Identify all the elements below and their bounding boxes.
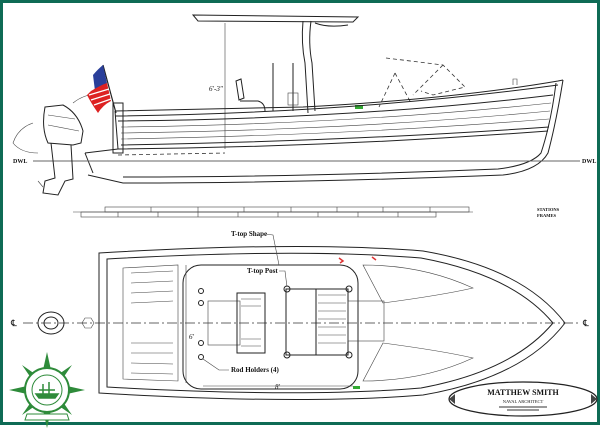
pease-boat-works-logo bbox=[9, 352, 85, 428]
architect-role: NAVAL ARCHITECT bbox=[503, 399, 544, 404]
boat-drawing: 6'-3" DWL DWL bbox=[9, 14, 598, 428]
center-console bbox=[285, 288, 317, 356]
nav-light bbox=[355, 105, 363, 109]
centerline-symbol-right: ℄ bbox=[582, 318, 589, 328]
title-block: MATTHEW SMITH NAVAL ARCHITECT bbox=[448, 381, 598, 417]
headroom-dimension: 6'-3" bbox=[209, 85, 223, 93]
rod-holders-callout: Rod Holders (4) bbox=[231, 366, 280, 374]
profile-view: 6'-3" DWL DWL bbox=[12, 14, 596, 218]
dwl-label-left: DWL bbox=[13, 159, 27, 165]
centerline-symbol-left: ℄ bbox=[10, 318, 17, 328]
stations-scale: STATIONS FRAMES bbox=[73, 206, 560, 218]
hull-profile bbox=[84, 78, 564, 184]
plan-view: ℄ ℄ 6' 8' T-top Shape T-top Post Rod Hol… bbox=[10, 230, 589, 401]
dwl-label-right: DWL bbox=[582, 159, 596, 165]
t-top bbox=[191, 14, 360, 114]
outboard-well bbox=[37, 311, 65, 335]
width-dimension: 6' bbox=[189, 333, 195, 341]
us-flag-icon bbox=[87, 64, 117, 114]
leaning-post bbox=[236, 292, 266, 354]
outboard-motor-icon bbox=[12, 93, 109, 196]
ttop-post-callout: T-top Post bbox=[247, 267, 278, 275]
frames-label: FRAMES bbox=[537, 213, 556, 218]
dodger bbox=[378, 57, 466, 108]
architect-name: MATTHEW SMITH bbox=[487, 388, 559, 397]
ttop-shape-callout: T-top Shape bbox=[231, 230, 267, 238]
stations-label: STATIONS bbox=[537, 207, 560, 212]
length-dimension: 8' bbox=[275, 383, 281, 391]
